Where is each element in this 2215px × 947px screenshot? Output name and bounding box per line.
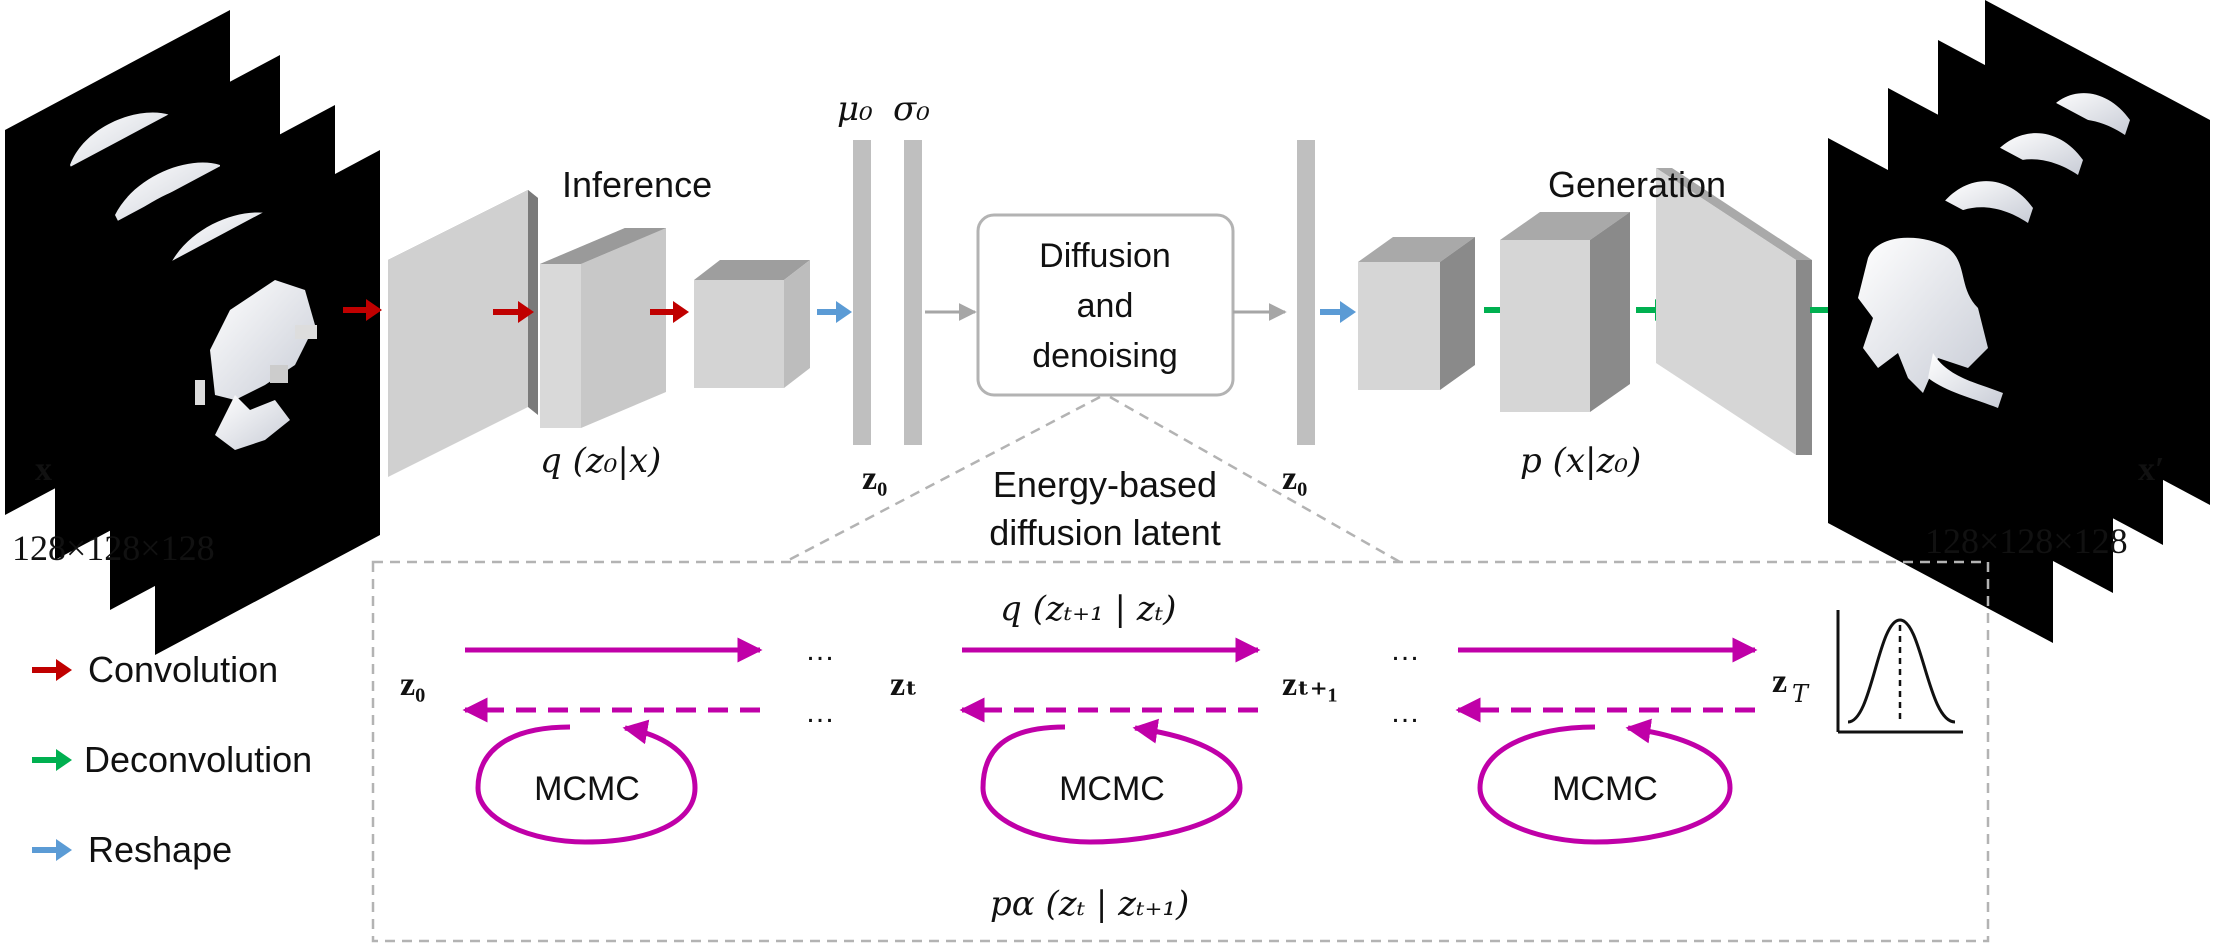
- encoder-block-1: [388, 190, 538, 477]
- reverse-transition-label: pα (zₜ | zₜ₊₁): [990, 884, 1189, 924]
- convolution-arrow: [343, 299, 382, 321]
- encoder-block-3: [694, 260, 810, 388]
- decoder-block-1: [1358, 237, 1475, 390]
- z0-decoder-bar: [1297, 140, 1315, 445]
- z0-encoder-label: z₀: [862, 460, 887, 497]
- legend-label: Reshape: [88, 829, 232, 870]
- encoder-block-2: [540, 228, 666, 428]
- chain-zt1-label: zₜ₊₁: [1282, 666, 1338, 703]
- decoder-block-3: [1656, 168, 1812, 455]
- forward-transition-label: q (zₜ₊₁ | zₜ): [1000, 589, 1176, 629]
- legend-item-convolution: Convolution: [32, 649, 278, 690]
- diffusion-box-line2: and: [1077, 287, 1134, 325]
- output-dims-label: 128×128×128: [1925, 521, 2128, 561]
- chain-ellipsis: …: [1390, 634, 1420, 667]
- encoder-distribution-label: q (z₀|x): [540, 441, 661, 481]
- spine-render-stack-icon: [1828, 0, 2210, 643]
- mu-label: μ₀: [837, 89, 873, 129]
- sigma-bar: [904, 140, 922, 445]
- diffusion-box-line3: denoising: [1032, 337, 1178, 375]
- diffusion-box-line1: Diffusion: [1039, 237, 1171, 275]
- callout-line-left: [784, 395, 1101, 564]
- mri-slice-stack-icon: [5, 10, 380, 655]
- chain-ellipsis: …: [805, 696, 835, 729]
- mu-bar: [853, 140, 871, 445]
- legend: Convolution Deconvolution Reshape: [32, 649, 312, 870]
- svg-text:z: z: [1772, 663, 1787, 700]
- diffusion-denoising-box: [976, 213, 1235, 397]
- inference-label: Inference: [562, 164, 712, 205]
- generation-label: Generation: [1548, 164, 1726, 205]
- chain-zt-label: zₜ: [890, 666, 918, 703]
- legend-item-deconvolution: Deconvolution: [32, 739, 312, 780]
- gaussian-curve-icon: [1836, 610, 1963, 734]
- sigma-label: σ₀: [893, 89, 930, 129]
- reshape-arrow: [1320, 301, 1356, 323]
- convolution-arrow: [650, 301, 689, 323]
- legend-label: Convolution: [88, 649, 278, 690]
- mcmc-loop: MCMC: [475, 719, 698, 845]
- mcmc-loop: MCMC: [1477, 718, 1733, 845]
- input-dims-label: 128×128×128: [12, 528, 215, 568]
- z0-decoder-label: z₀: [1282, 460, 1307, 497]
- callout-line-right: [1109, 395, 1401, 564]
- decoder-distribution-label: p (x|z₀): [1520, 441, 1641, 481]
- ebm-title-line1: Energy-based: [993, 464, 1217, 505]
- mcmc-label: MCMC: [534, 770, 640, 808]
- legend-label: Deconvolution: [84, 739, 312, 780]
- output-var-label: x′: [2138, 451, 2165, 488]
- legend-item-reshape: Reshape: [32, 829, 232, 870]
- chain-ellipsis: …: [805, 634, 835, 667]
- reshape-arrow: [817, 301, 852, 323]
- diffusion-latent-panel: [371, 560, 1990, 943]
- svg-text:T: T: [1792, 680, 1810, 708]
- input-var-label: x: [35, 451, 52, 488]
- chain-ellipsis: …: [1390, 696, 1420, 729]
- convolution-arrow: [493, 301, 534, 323]
- ebm-title-line2: diffusion latent: [989, 512, 1221, 553]
- chain-z0-label: z₀: [400, 666, 425, 703]
- decoder-block-2: [1500, 212, 1630, 412]
- mcmc-label: MCMC: [1552, 770, 1658, 808]
- mcmc-label: MCMC: [1059, 770, 1165, 808]
- chain-zT-label: z T: [1772, 663, 1810, 708]
- mcmc-loop: MCMC: [980, 718, 1243, 845]
